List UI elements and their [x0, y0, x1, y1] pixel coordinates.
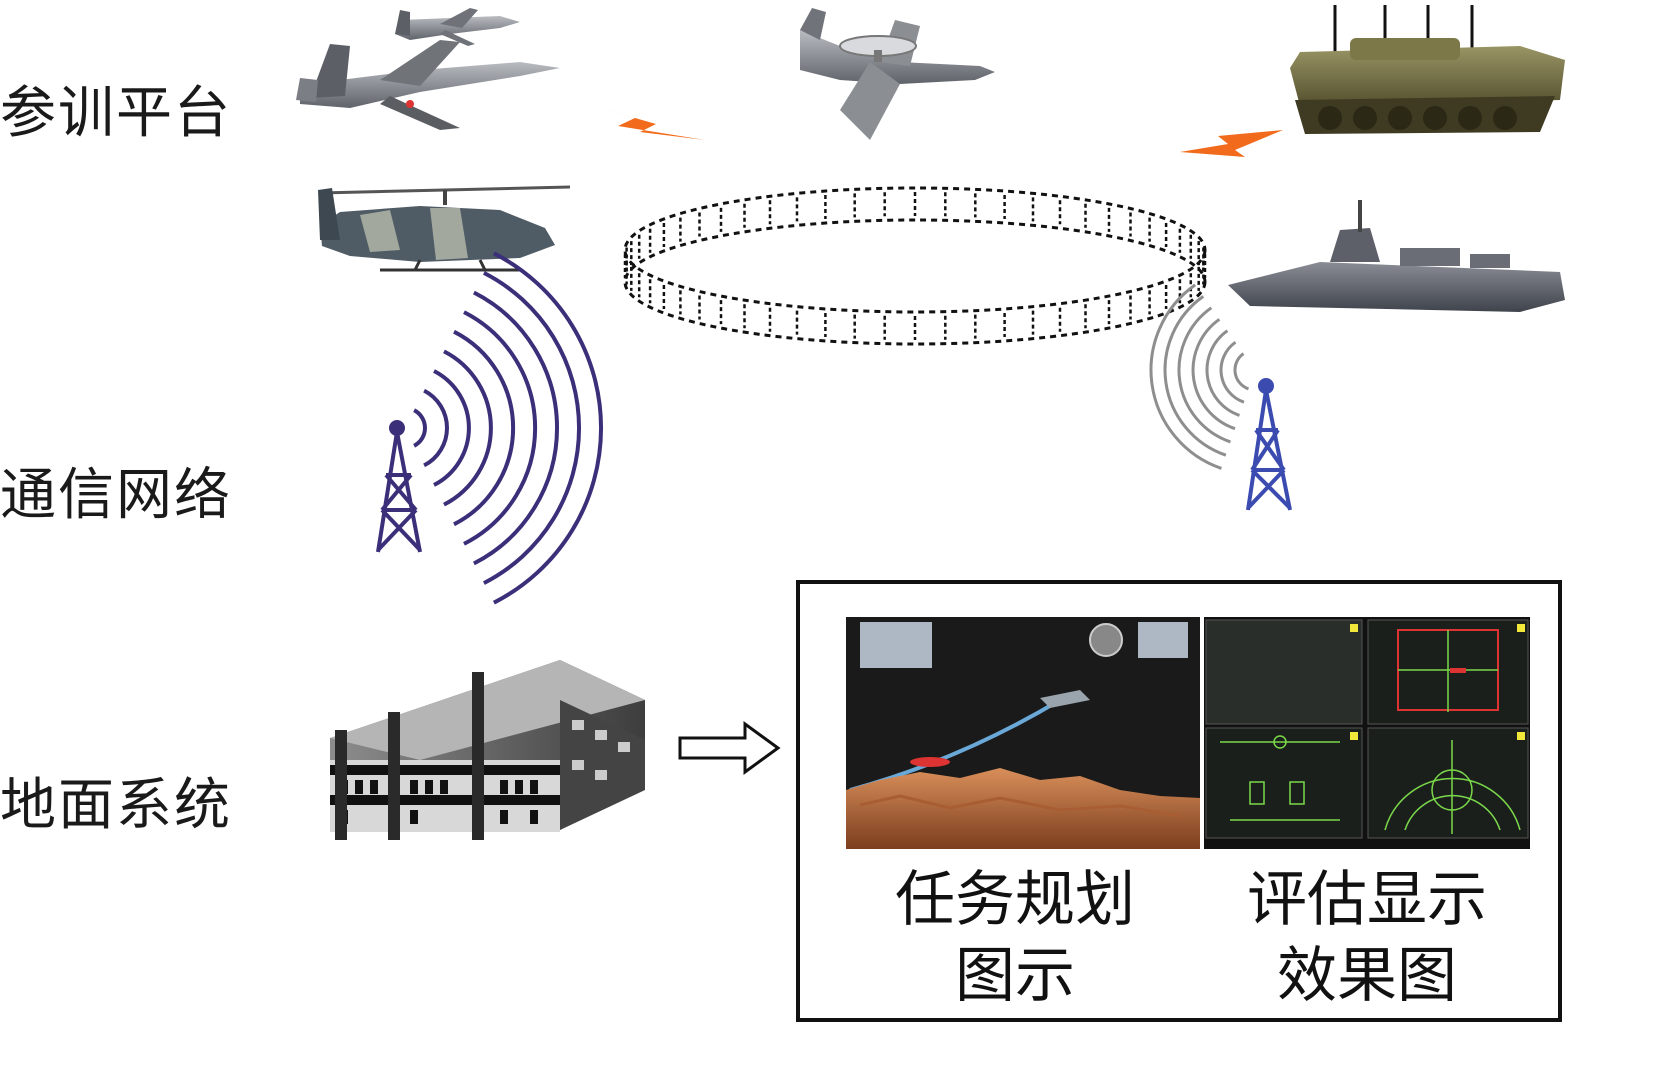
left-radio-tower-icon [376, 420, 422, 553]
mission-planning-caption-line2: 图示 [955, 941, 1075, 1011]
label-ground: 地面系统 [0, 773, 232, 838]
ground-system-panel [796, 580, 1562, 1022]
helicopter-icon [318, 185, 571, 272]
fighter-jet-icon [296, 40, 560, 130]
label-platforms: 参训平台 [0, 81, 232, 146]
left-radio-waves-icon [413, 251, 603, 605]
evaluation-caption-line1: 评估显示 [1247, 865, 1487, 935]
left-datalink-bolt-icon [565, 98, 705, 140]
right-radio-waves-icon [1149, 283, 1250, 470]
armored-vehicle-icon [1290, 5, 1565, 134]
mission-planning-caption: 任务规划 图示 [870, 862, 1160, 1014]
evaluation-caption: 评估显示 效果图 [1222, 862, 1512, 1014]
right-radio-tower-icon [1246, 378, 1292, 511]
right-datalink-bolt-icon [1180, 130, 1283, 157]
network-ring-icon [623, 186, 1207, 346]
mission-planning-screenshot [846, 617, 1200, 849]
evaluation-display-screenshot [1204, 617, 1530, 849]
mission-planning-caption-line1: 任务规划 [895, 865, 1135, 935]
ground-building-icon [330, 660, 645, 840]
evaluation-caption-line2: 效果图 [1277, 941, 1457, 1011]
awacs-aircraft-icon [800, 8, 995, 140]
warship-icon [1228, 200, 1565, 312]
right-arrow-icon [678, 721, 781, 775]
small-fighter-jet-icon [395, 8, 520, 46]
label-network: 通信网络 [0, 463, 232, 528]
